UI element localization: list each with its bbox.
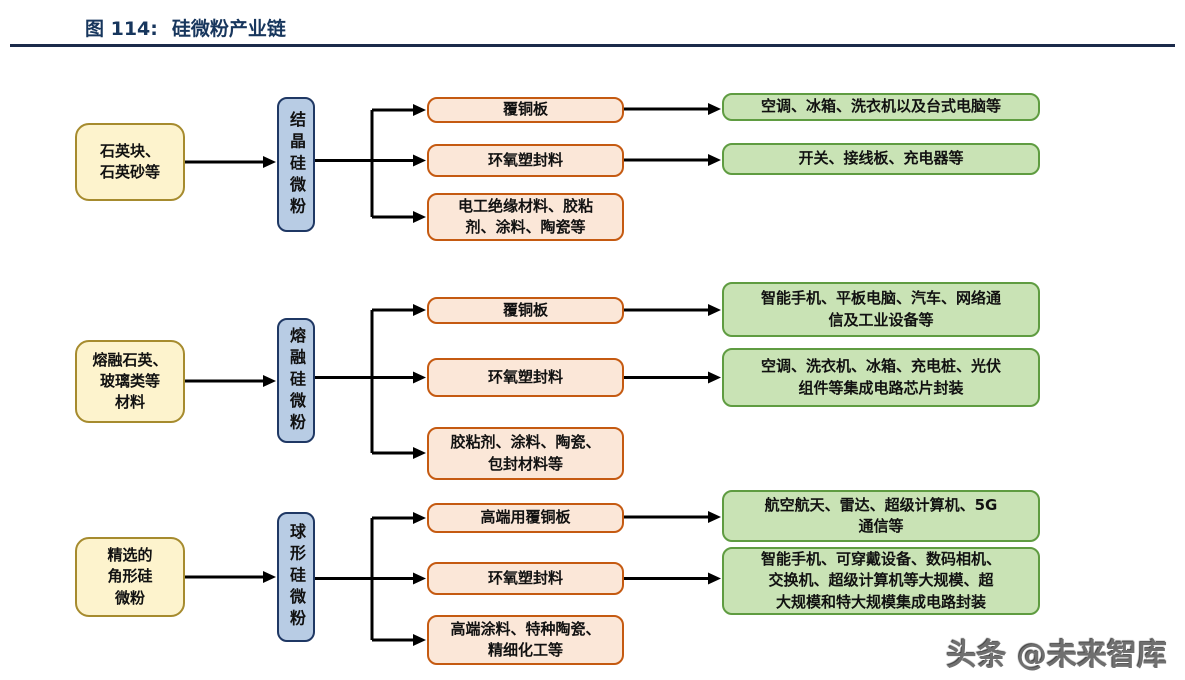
end-use-node: 开关、接线板、充电器等 (722, 143, 1040, 175)
end-use-node: 智能手机、平板电脑、汽车、网络通 信及工业设备等 (722, 282, 1040, 337)
end-use-node: 空调、洗衣机、冰箱、充电桩、光伏 组件等集成电路芯片封装 (722, 348, 1040, 407)
raw-material-node-fused: 熔融石英、 玻璃类等 材料 (75, 340, 185, 423)
powder-node-crystalline: 结晶硅微粉 (277, 97, 315, 232)
title-divider (10, 44, 1175, 47)
powder-node-fused: 熔融硅微粉 (277, 318, 315, 443)
application-node: 覆铜板 (427, 97, 624, 123)
application-node: 环氧塑封料 (427, 562, 624, 595)
figure-title: 图 114: 硅微粉产业链 (85, 14, 286, 41)
raw-material-node-spherical: 精选的 角形硅 微粉 (75, 537, 185, 617)
powder-node-spherical: 球形硅微粉 (277, 512, 315, 642)
figure-title-text: 硅微粉产业链 (171, 18, 286, 40)
application-node: 高端用覆铜板 (427, 503, 624, 533)
application-node: 电工绝缘材料、胶粘 剂、涂料、陶瓷等 (427, 193, 624, 241)
figure-label: 图 114: (85, 18, 158, 40)
end-use-node: 空调、冰箱、洗衣机以及台式电脑等 (722, 93, 1040, 121)
application-node: 高端涂料、特种陶瓷、 精细化工等 (427, 615, 624, 665)
application-node: 环氧塑封料 (427, 144, 624, 177)
end-use-node: 智能手机、可穿戴设备、数码相机、 交换机、超级计算机等大规模、超 大规模和特大规… (722, 547, 1040, 615)
application-node: 胶粘剂、涂料、陶瓷、 包封材料等 (427, 427, 624, 480)
application-node: 覆铜板 (427, 297, 624, 324)
application-node: 环氧塑封料 (427, 358, 624, 397)
watermark: 头条 @未来智库 (946, 638, 1167, 673)
raw-material-node-crystalline: 石英块、 石英砂等 (75, 123, 185, 201)
end-use-node: 航空航天、雷达、超级计算机、5G 通信等 (722, 490, 1040, 542)
